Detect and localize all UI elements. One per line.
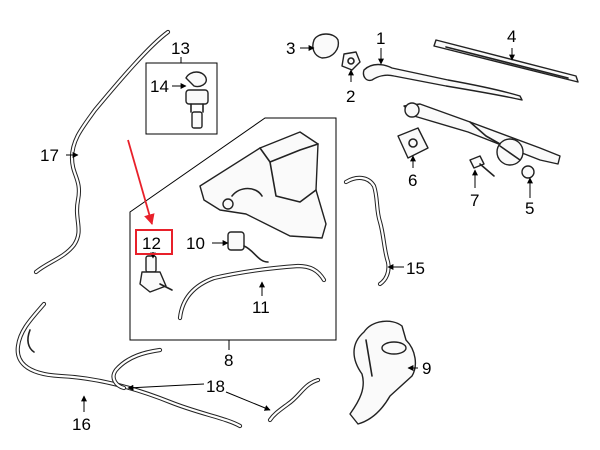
callout-18: 18: [206, 377, 225, 396]
callout-9: 9: [422, 359, 431, 378]
part-9-filler-neck: [349, 320, 417, 425]
part-6-pad: [397, 127, 429, 159]
part-3-cap: [312, 33, 340, 59]
callout-14: 14: [150, 77, 169, 96]
part-14-nozzle: [185, 71, 209, 129]
part-1-wiper-arm: [362, 63, 523, 101]
callout-1: 1: [376, 29, 385, 48]
callout-3: 3: [286, 39, 295, 58]
part-2-nut: [341, 51, 361, 71]
highlight-box-12: [135, 229, 173, 255]
callout-10: 10: [186, 234, 205, 253]
part-16-hose: [15, 301, 243, 429]
reservoir-tank: [199, 131, 327, 239]
part-17-hose: [33, 29, 171, 275]
callout-4: 4: [507, 27, 516, 46]
callout-2: 2: [346, 87, 355, 106]
part-12-sensor: [139, 255, 173, 293]
part-18-hose: [111, 347, 321, 423]
callout-13: 13: [171, 39, 190, 58]
part-10-pump: [227, 231, 269, 263]
callout-12: 12: [142, 234, 161, 253]
callout-17: 17: [40, 146, 59, 165]
callout-5: 5: [525, 199, 534, 218]
part-8-frame: [129, 117, 337, 341]
part-5-wiper-linkage: [403, 102, 561, 179]
part-15-hose: [343, 175, 391, 287]
part-4-wiper-blade: [433, 39, 579, 83]
highlight-arrow: [127, 139, 155, 226]
callout-15: 15: [406, 259, 425, 278]
callout-6: 6: [408, 171, 417, 190]
callout-7: 7: [470, 191, 479, 210]
callout-11: 11: [252, 298, 270, 317]
callout-8: 8: [224, 351, 233, 370]
part-11-hose: [177, 263, 327, 321]
part-7-bolt: [469, 155, 495, 177]
callout-16: 16: [72, 415, 91, 434]
